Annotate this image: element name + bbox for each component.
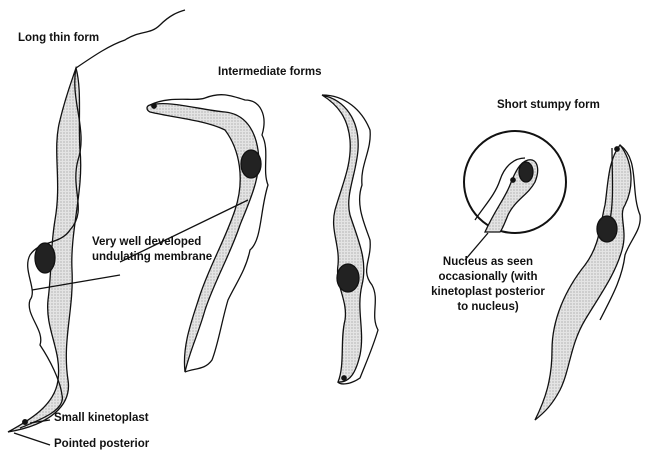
label-membrane: Very well developed undulating membrane bbox=[92, 235, 212, 265]
label-membrane-line1: Very well developed bbox=[92, 236, 202, 248]
posterior-leader-line bbox=[13, 432, 51, 446]
nucleus bbox=[596, 215, 618, 243]
magnified-inset bbox=[463, 130, 567, 261]
label-nucleus: Nucleus as seen occasionally (with kinet… bbox=[418, 255, 558, 315]
nucleus bbox=[518, 161, 534, 183]
label-pointed-posterior: Pointed posterior bbox=[54, 438, 150, 450]
kinetoplast bbox=[614, 146, 620, 152]
kinetoplast bbox=[151, 103, 157, 109]
kinetoplast-leader-line bbox=[29, 419, 51, 424]
nucleus bbox=[336, 263, 360, 293]
label-short-stumpy-form: Short stumpy form bbox=[497, 99, 600, 111]
label-nucleus-line4: to nucleus) bbox=[457, 301, 519, 313]
long-thin-form-cell bbox=[7, 9, 186, 433]
label-long-thin-form: Long thin form bbox=[18, 32, 100, 44]
intermediate-form-1-cell bbox=[146, 94, 269, 373]
label-nucleus-line3: kinetoplast posterior bbox=[431, 286, 545, 298]
kinetoplast bbox=[341, 375, 347, 381]
membrane-leader-line bbox=[31, 274, 121, 291]
nucleus bbox=[34, 242, 56, 274]
kinetoplast bbox=[22, 419, 28, 425]
membrane-leader-line-2 bbox=[119, 199, 249, 263]
label-intermediate-forms: Intermediate forms bbox=[218, 66, 322, 78]
label-nucleus-line2: occasionally (with bbox=[438, 271, 538, 283]
label-membrane-line2: undulating membrane bbox=[92, 251, 213, 263]
label-nucleus-line1: Nucleus as seen bbox=[442, 256, 534, 268]
kinetoplast bbox=[510, 177, 516, 183]
short-stumpy-form-cell bbox=[534, 143, 641, 421]
nucleus bbox=[240, 149, 262, 179]
intermediate-form-2-cell bbox=[321, 94, 379, 385]
label-small-kinetoplast: Small kinetoplast bbox=[54, 412, 149, 424]
